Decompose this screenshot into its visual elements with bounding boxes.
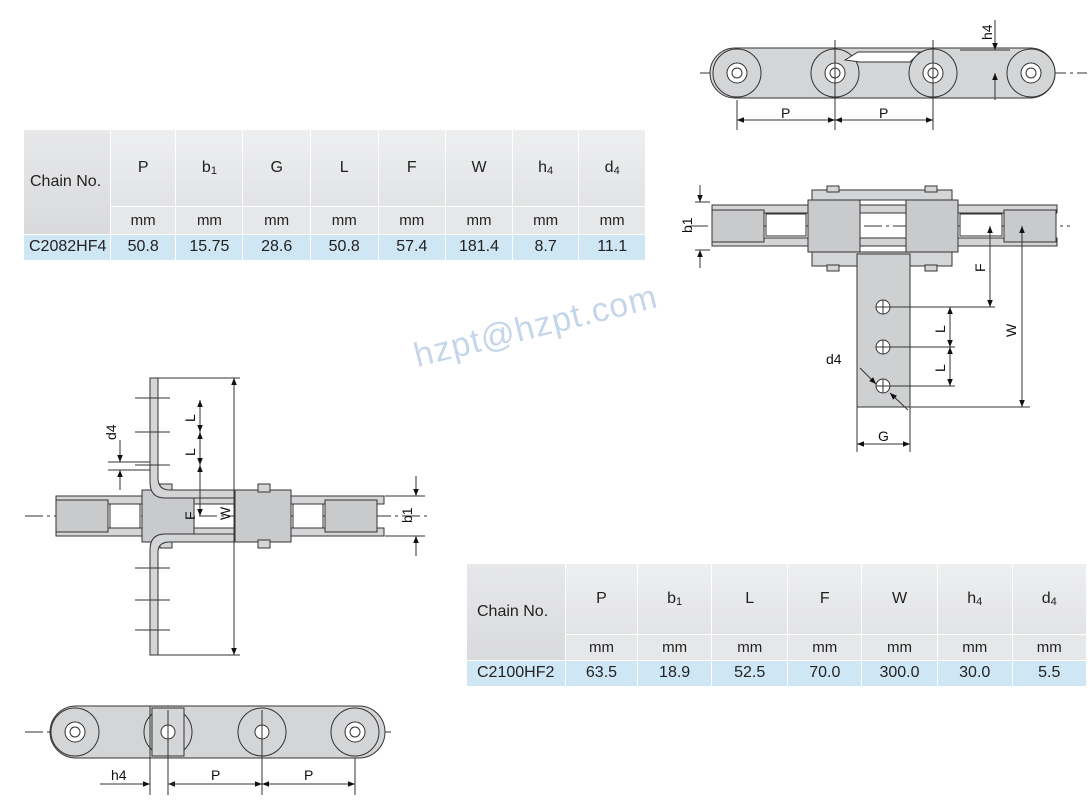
unit-cell: mm: [378, 205, 447, 234]
value-cell: 181.4: [445, 233, 513, 260]
label-d4-right: d4: [826, 351, 842, 367]
chain-no-cell: C2100HF2: [467, 659, 566, 686]
chain-no-cell: C2082HF4: [24, 233, 111, 260]
spec-table-c2082hf4: Chain No. P b1 G L F W h4 d4 mm mm mm mm…: [24, 130, 646, 260]
unit-cell: mm: [175, 205, 244, 234]
col-header-w: W: [445, 130, 513, 206]
table-row: C2100HF2 63.5 18.9 52.5 70.0 300.0 30.0 …: [467, 659, 1088, 686]
label-h4-top: h4: [979, 24, 995, 40]
value-cell: 5.5: [1012, 659, 1088, 686]
unit-cell: mm: [937, 633, 1013, 660]
value-cell: 300.0: [861, 659, 938, 686]
col-header-f: F: [787, 564, 863, 634]
unit-cell: mm: [861, 633, 938, 660]
label-d4-left: d4: [103, 424, 119, 440]
unit-cell: mm: [637, 633, 712, 660]
spec-table-c2100hf2: Chain No. P b1 L F W h4 d4 mm mm mm mm m…: [467, 564, 1088, 686]
side-view-top: [700, 20, 1087, 130]
label-p-top-2: P: [879, 105, 888, 121]
value-cell: 8.7: [512, 233, 580, 260]
unit-cell: mm: [242, 205, 311, 234]
label-b1-right: b1: [679, 217, 695, 233]
value-cell: 57.4: [378, 233, 447, 260]
value-cell: 70.0: [787, 659, 863, 686]
top-view-attachment-left: [25, 377, 430, 656]
col-header-d4: d4: [578, 130, 646, 206]
side-view-bottom: [25, 705, 395, 795]
col-header-d4: d4: [1012, 564, 1088, 634]
chain-no-label: Chain No.: [30, 172, 102, 190]
chain-no-header: Chain No.: [24, 130, 111, 234]
col-header-h4: h4: [512, 130, 580, 206]
col-header-b1: b1: [175, 130, 244, 206]
unit-cell: mm: [310, 205, 379, 234]
chain-no-label: Chain No.: [477, 602, 549, 620]
col-header-b1: b1: [637, 564, 712, 634]
value-cell: 11.1: [578, 233, 646, 260]
label-f-right: F: [972, 263, 988, 272]
col-header-p: P: [110, 130, 177, 206]
value-cell: 28.6: [242, 233, 311, 260]
unit-cell: mm: [711, 633, 789, 660]
label-f-left: F: [182, 511, 198, 520]
col-header-h4: h4: [937, 564, 1013, 634]
table-row: C2082HF4 50.8 15.75 28.6 50.8 57.4 181.4…: [24, 233, 646, 260]
unit-cell: mm: [512, 205, 580, 234]
label-w-right: W: [1003, 323, 1019, 337]
col-header-w: W: [861, 564, 938, 634]
value-cell: 50.8: [110, 233, 177, 260]
unit-cell: mm: [565, 633, 639, 660]
label-l-left-1: L: [182, 414, 198, 422]
value-cell: 63.5: [565, 659, 639, 686]
label-l-right-2: L: [932, 364, 948, 372]
value-cell: 50.8: [310, 233, 379, 260]
label-w-left: W: [217, 506, 233, 520]
col-header-l: L: [310, 130, 379, 206]
col-header-p: P: [565, 564, 639, 634]
unit-cell: mm: [578, 205, 646, 234]
value-cell: 15.75: [175, 233, 244, 260]
unit-cell: mm: [110, 205, 177, 234]
unit-cell: mm: [787, 633, 863, 660]
label-p-bottom-2: P: [304, 767, 313, 783]
unit-cell: mm: [1012, 633, 1088, 660]
label-p-bottom-1: P: [211, 767, 220, 783]
label-h4-bottom: h4: [111, 767, 127, 783]
col-header-l: L: [711, 564, 789, 634]
label-b1-left: b1: [399, 507, 415, 523]
unit-cell: mm: [445, 205, 513, 234]
chain-no-header: Chain No.: [467, 564, 566, 660]
label-l-left-2: L: [182, 448, 198, 456]
top-view-attachment-right: [690, 185, 1070, 452]
label-g: G: [878, 428, 889, 444]
value-cell: 52.5: [711, 659, 789, 686]
col-header-f: F: [378, 130, 447, 206]
value-cell: 30.0: [937, 659, 1013, 686]
value-cell: 18.9: [637, 659, 712, 686]
watermark: hzpt@hzpt.com: [410, 277, 662, 375]
label-l-right-1: L: [932, 325, 948, 333]
label-p-top-1: P: [781, 105, 790, 121]
col-header-g: G: [242, 130, 311, 206]
